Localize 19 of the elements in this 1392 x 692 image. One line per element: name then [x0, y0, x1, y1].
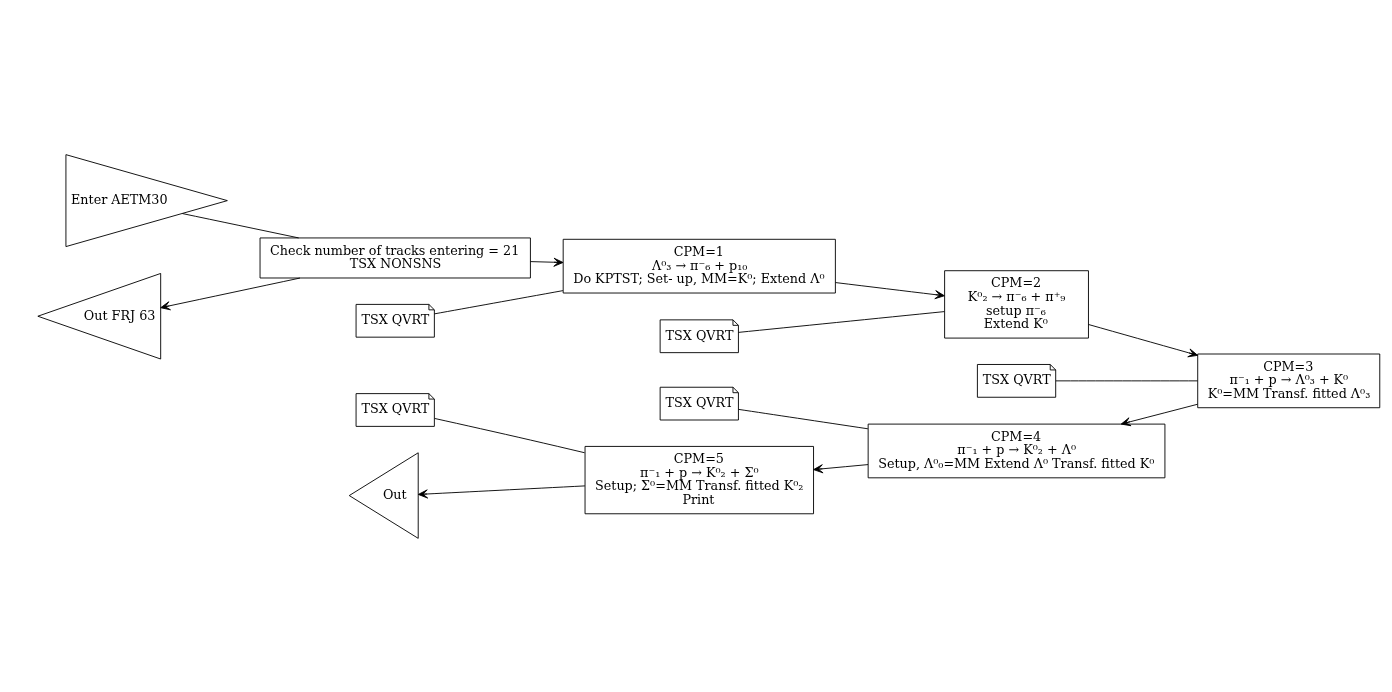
connector [738, 408, 869, 429]
connector [181, 212, 300, 238]
connector [1055, 379, 1199, 381]
arrow [1120, 403, 1199, 426]
node-box: CPM=4 π⁻₁ + p → K⁰₂ + Λ⁰ Setup, Λ⁰₀=MM Extend Λ⁰ Transf. fitted K⁰ [867, 423, 1166, 478]
arrow [160, 277, 301, 310]
node-box: CPM=5 π⁻₁ + p → K⁰₂ + Σ⁰ Setup; Σ⁰=MM Transf. fitted K⁰₂ Print [584, 445, 814, 514]
node-box: Check number of tracks entering = 21 TSX NONSNS [259, 237, 531, 278]
arrow [1088, 323, 1199, 357]
connector [738, 310, 945, 333]
node-box: CPM=3 π⁻₁ + p → Λ⁰₃ + K⁰ K⁰=MM Transf. fitted Λ⁰₃ [1197, 353, 1381, 408]
connector [433, 289, 564, 314]
arrow [835, 281, 945, 299]
node-box: CPM=1 Λ⁰₃ → π⁻₆ + p₁₀ Do KPTST; Set- up, MM=K⁰; Extend Λ⁰ [562, 238, 836, 293]
connector [434, 417, 586, 453]
node-box: CPM=2 K⁰₂ → π⁻₆ + π⁺₉ setup π⁻₆ Extend K⁰ [944, 269, 1089, 339]
arrow [813, 463, 869, 473]
arrow [530, 257, 564, 267]
arrow [417, 484, 586, 498]
